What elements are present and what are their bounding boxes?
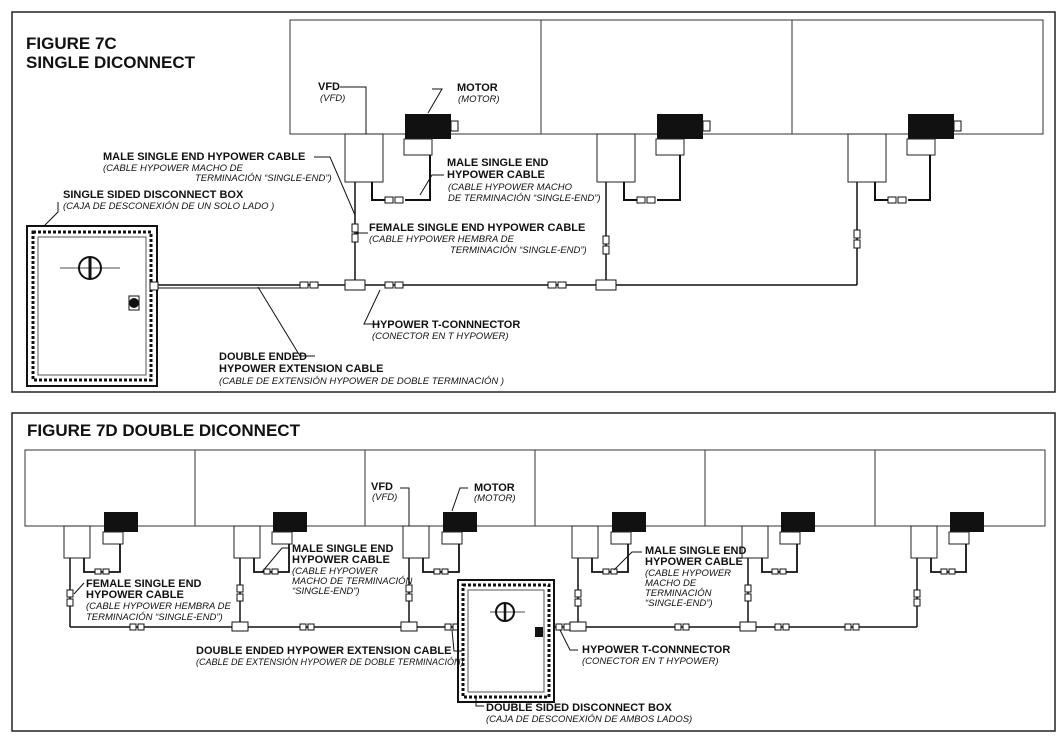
fig7d-female-cable-es2: TERMINACIÓN “SINGLE-END”): [86, 612, 223, 623]
fig7d-disconnect-box-es: (CAJA DE DESCONEXIÓN DE AMBOS LADOS): [486, 714, 693, 725]
figure-7d-frame: [11, 412, 1056, 732]
fig7d-female-cable-label2: HYPOWER CABLE: [86, 589, 184, 601]
fig7c-vfd-label: VFD: [318, 81, 340, 93]
figure-7c-frame: [11, 11, 1056, 393]
fig7d-female-cable-es1: (CABLE HYPOWER HEMBRA DE: [86, 601, 231, 612]
fig7d-motor-label: MOTOR: [474, 482, 515, 494]
fig7d-male-cable-right-es4: “SINGLE-END”): [645, 598, 713, 609]
fig7c-t-connector-es: (CONECTOR EN T HYPOWER): [372, 331, 509, 342]
fig7c-title-line2: SINGLE DICONNECT: [26, 53, 196, 72]
fig7d-motor-label-es: (MOTOR): [474, 493, 516, 504]
fig7d-male-cable-right-label1: MALE SINGLE END: [645, 545, 747, 557]
fig7d-motors: [102, 512, 984, 545]
fig7d-female-cable-label1: FEMALE SINGLE END: [86, 578, 202, 590]
fig7c-male-cable-left-es2: TERMINACIÓN “SINGLE-END”): [195, 173, 332, 184]
fig7c-female-cable-es2: TERMINACIÓN “SINGLE-END”): [450, 245, 587, 256]
fig7c-motor-label: MOTOR: [457, 82, 498, 94]
fig7d-t-connector-es: (CONECTOR EN T HYPOWER): [582, 656, 719, 667]
fig7c-trunk-connectors: [299, 279, 617, 291]
fig7c-t-connector-label: HYPOWER T-CONNNECTOR: [372, 319, 521, 331]
fig7c-disconnect-box-label: SINGLE SIDED DISCONNECT BOX: [63, 189, 244, 201]
fig7c-motor-label-es: (MOTOR): [458, 94, 500, 105]
fig7d-drop-connectors: [66, 584, 921, 607]
fig7d-enclosures: [24, 449, 1046, 527]
fig7c-extension-cable-label1: DOUBLE ENDED: [219, 351, 308, 363]
fig7c-male-cable-right-label1: MALE SINGLE END: [447, 157, 549, 169]
fig7d-male-cable-right-es2: MACHO DE: [645, 578, 697, 589]
fig7d-title: FIGURE 7D DOUBLE DICONNECT: [27, 421, 300, 440]
fig7d-motor-cables: [83, 544, 967, 573]
fig7d-male-cable-left-es3: “SINGLE-END”): [292, 586, 360, 597]
fig7d-male-cable-left-label1: MALE SINGLE END: [292, 543, 394, 555]
fig7d-vfd-units: [63, 525, 938, 559]
fig7c-extension-cable-es: (CABLE DE EXTENSIÓN HYPOWER DE DOBLE TER…: [219, 376, 505, 387]
fig7c-trunk-cable: [157, 284, 857, 289]
fig7c-motor-cables: [371, 155, 931, 201]
fig7c-male-cable-left-es1: (CABLE HYPOWER MACHO DE: [103, 163, 243, 174]
fig7d-male-cable-left-es1: (CABLE HYPOWER: [292, 566, 379, 577]
fig7d-t-connector-label: HYPOWER T-CONNNECTOR: [582, 644, 731, 656]
fig7d-extension-cable-es: (CABLE DE EXTENSIÓN HYPOWER DE DOBLE TER…: [196, 657, 464, 667]
fig7d-disconnect-box: [457, 579, 555, 703]
fig7d-disconnect-box-label: DOUBLE SIDED DISCONNECT BOX: [486, 702, 672, 714]
fig7d-male-cable-right-es3: TERMINACIÓN: [645, 588, 712, 599]
fig7c-drop-connectors: [351, 223, 861, 255]
fig7c-motors: [403, 114, 962, 156]
fig7d-male-cable-left-label2: HYPOWER CABLE: [292, 554, 390, 566]
fig7d-male-cable-left-es2: MACHO DE TERMINACIÓN: [292, 576, 413, 587]
fig7c-male-cable-left-label: MALE SINGLE END HYPOWER CABLE: [103, 151, 306, 163]
fig7d-male-cable-right-label2: HYPOWER CABLE: [645, 556, 743, 568]
fig7c-male-cable-right-label2: HYPOWER CABLE: [447, 169, 545, 181]
fig7c-vfd-label-es: (VFD): [320, 93, 346, 104]
fig7c-disconnect-box-es: (CAJA DE DESCONEXIÓN DE UN SOLO LADO ): [63, 201, 275, 212]
fig7c-male-cable-right-es2: DE TERMINACIÓN “SINGLE-END”): [448, 193, 601, 204]
fig7d-vfd-label-es: (VFD): [372, 492, 398, 503]
fig7c-pointers: [43, 86, 444, 357]
fig7c-female-cable-es1: (CABLE HYPOWER HEMBRA DE: [369, 234, 514, 245]
fig7c-female-cable-label: FEMALE SINGLE END HYPOWER CABLE: [369, 222, 586, 234]
fig7c-vfd-units: [344, 133, 887, 183]
fig7d-male-cable-right-es1: (CABLE HYPOWER: [645, 568, 732, 579]
fig7d-motor-connectors: [94, 568, 956, 575]
fig7d-vfd-label: VFD: [371, 481, 393, 493]
fig7c-title-line1: FIGURE 7C: [26, 34, 117, 53]
fig7c-male-cable-right-es1: (CABLE HYPOWER MACHO: [448, 182, 573, 193]
fig7d-pointers: [73, 487, 642, 707]
fig7d-extension-cable-label: DOUBLE ENDED HYPOWER EXTENSION CABLE: [196, 645, 452, 657]
fig7c-disconnect-box: [26, 225, 159, 387]
fig7c-extension-cable-label2: HYPOWER EXTENSION CABLE: [219, 363, 384, 375]
fig7c-motor-connectors: [384, 196, 907, 204]
fig7d-trunk-connectors: [129, 621, 860, 632]
